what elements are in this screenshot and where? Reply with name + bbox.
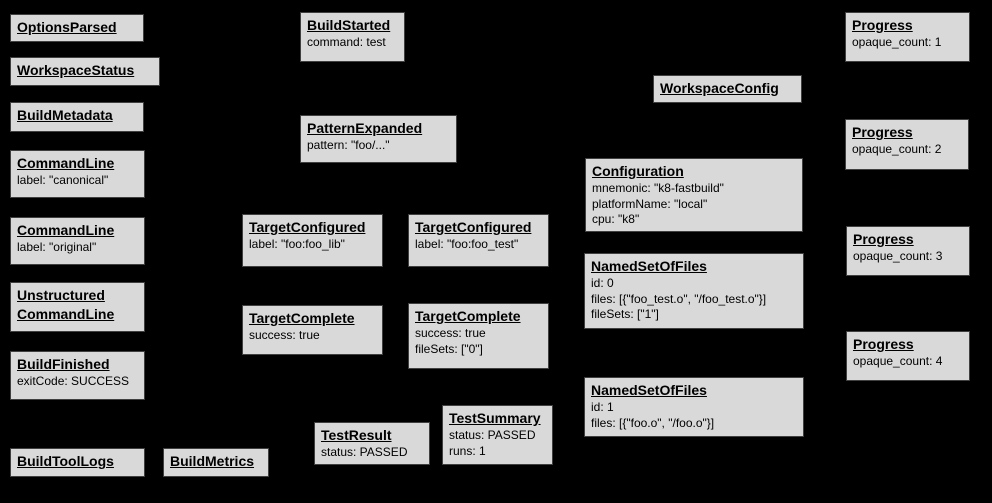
event-node-field: command: test: [307, 35, 386, 49]
event-node-field: success: true: [415, 326, 486, 340]
event-node-title: CommandLine: [17, 306, 115, 322]
event-node-field: success: true: [249, 328, 320, 342]
event-node-title: TargetConfigured: [249, 219, 366, 235]
event-node-build-started: BuildStarted command: test: [300, 12, 405, 62]
event-node-title: WorkspaceConfig: [660, 80, 779, 96]
event-node-progress-3: Progress opaque_count: 3: [846, 226, 970, 276]
event-node-field: label: "foo:foo_test": [415, 237, 519, 251]
event-node-title: TestResult: [321, 427, 392, 443]
event-node-title: Progress: [852, 17, 913, 33]
event-node-command-line-original: CommandLine label: "original": [10, 217, 145, 265]
event-node-progress-1: Progress opaque_count: 1: [845, 12, 970, 62]
event-node-title: TestSummary: [449, 410, 541, 426]
event-node-build-tool-logs: BuildToolLogs: [10, 448, 145, 477]
event-node-field: label: "canonical": [17, 173, 109, 187]
event-node-title: TargetComplete: [415, 308, 521, 324]
event-node-command-line-canonical: CommandLine label: "canonical": [10, 150, 145, 198]
event-node-field: opaque_count: 2: [852, 142, 942, 156]
event-node-build-metrics: BuildMetrics: [163, 448, 269, 477]
event-node-title: CommandLine: [17, 155, 115, 171]
event-node-pattern-expanded: PatternExpanded pattern: "foo/...": [300, 115, 457, 163]
event-node-field: label: "foo:foo_lib": [249, 237, 345, 251]
event-node-target-complete-foo-lib: TargetComplete success: true: [242, 305, 383, 355]
event-node-title: BuildMetadata: [17, 107, 113, 123]
event-node-build-finished: BuildFinished exitCode: SUCCESS: [10, 351, 145, 400]
event-node-field: opaque_count: 1: [852, 35, 942, 49]
event-node-title: BuildFinished: [17, 356, 110, 372]
event-node-title: CommandLine: [17, 222, 115, 238]
event-node-title: WorkspaceStatus: [17, 62, 135, 78]
event-node-field: fileSets: ["1"]: [591, 307, 659, 321]
event-node-field: exitCode: SUCCESS: [17, 374, 130, 388]
event-node-workspace-config: WorkspaceConfig: [653, 75, 802, 103]
event-node-build-metadata: BuildMetadata: [10, 102, 144, 132]
event-node-target-configured-foo-test: TargetConfigured label: "foo:foo_test": [408, 214, 549, 267]
event-node-title: BuildMetrics: [170, 453, 255, 469]
event-node-title: OptionsParsed: [17, 19, 117, 35]
event-node-field: platformName: "local": [592, 196, 708, 211]
event-node-field: id: 0: [591, 276, 614, 290]
event-node-field: mnemonic: "k8-fastbuild": [592, 181, 724, 195]
event-node-configuration: Configuration mnemonic: "k8-fastbuild"pla…: [585, 158, 803, 232]
event-node-field: pattern: "foo/...": [307, 138, 390, 152]
event-node-title: PatternExpanded: [307, 120, 423, 136]
event-node-options-parsed: OptionsParsed: [10, 14, 144, 42]
event-node-field: status: PASSED: [321, 445, 408, 459]
event-node-title: Unstructured: [17, 287, 105, 303]
event-node-title: Progress: [853, 336, 914, 352]
event-node-field: files: [{"foo.o", "/foo.o"}]: [591, 415, 715, 430]
event-node-progress-4: Progress opaque_count: 4: [846, 331, 970, 381]
event-node-field: opaque_count: 3: [853, 249, 943, 263]
event-node-workspace-status: WorkspaceStatus: [10, 57, 160, 86]
event-node-title: NamedSetOfFiles: [591, 258, 707, 274]
event-node-progress-2: Progress opaque_count: 2: [845, 119, 969, 170]
event-node-field: files: [{"foo_test.o", "/foo_test.o"}]: [591, 291, 767, 306]
event-node-title: Progress: [853, 231, 914, 247]
event-node-field: runs: 1: [449, 443, 486, 458]
event-node-field: cpu: "k8": [592, 212, 640, 226]
event-node-field: opaque_count: 4: [853, 354, 943, 368]
event-node-target-configured-foo-lib: TargetConfigured label: "foo:foo_lib": [242, 214, 383, 267]
event-node-title: TargetConfigured: [415, 219, 532, 235]
event-node-title: NamedSetOfFiles: [591, 382, 707, 398]
event-node-title: BuildToolLogs: [17, 453, 114, 469]
event-node-field: fileSets: ["0"]: [415, 341, 483, 356]
event-node-title: BuildStarted: [307, 17, 391, 33]
event-node-field: status: PASSED: [449, 428, 536, 442]
event-node-title: Progress: [852, 124, 913, 140]
event-node-field: id: 1: [591, 400, 614, 414]
event-node-title: Configuration: [592, 163, 684, 179]
event-node-field: label: "original": [17, 240, 97, 254]
event-node-test-result: TestResult status: PASSED: [314, 422, 430, 465]
event-node-title: TargetComplete: [249, 310, 355, 326]
